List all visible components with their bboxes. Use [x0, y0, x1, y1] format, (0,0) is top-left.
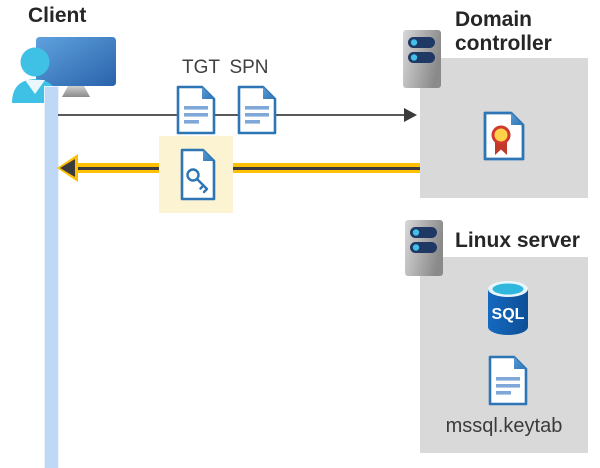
response-arrow-core: [74, 166, 420, 170]
linux-server-icon: [404, 219, 444, 277]
spn-label: SPN: [229, 57, 269, 78]
request-arrow: [58, 114, 406, 116]
key-document-icon: [179, 147, 217, 202]
sql-label: SQL: [492, 306, 525, 323]
domain-controller-label: Domain controller: [455, 8, 552, 55]
sql-database-icon: SQL: [486, 280, 530, 336]
linux-server-label: Linux server: [455, 229, 580, 252]
spn-document-icon: [236, 84, 278, 136]
client-icon: [10, 33, 118, 103]
tgt-document-icon: [175, 84, 217, 136]
request-arrowhead-icon: [404, 108, 417, 122]
certificate-icon: [482, 110, 526, 162]
response-arrowhead-icon: [60, 159, 75, 177]
client-label: Client: [28, 4, 87, 27]
keytab-document-icon: [487, 354, 529, 407]
domain-controller-server-icon: [402, 29, 442, 89]
client-lifeline: [44, 86, 59, 468]
keytab-label: mssql.keytab: [445, 415, 563, 437]
response-arrow: [74, 163, 420, 173]
tgt-label: TGT: [182, 57, 220, 78]
